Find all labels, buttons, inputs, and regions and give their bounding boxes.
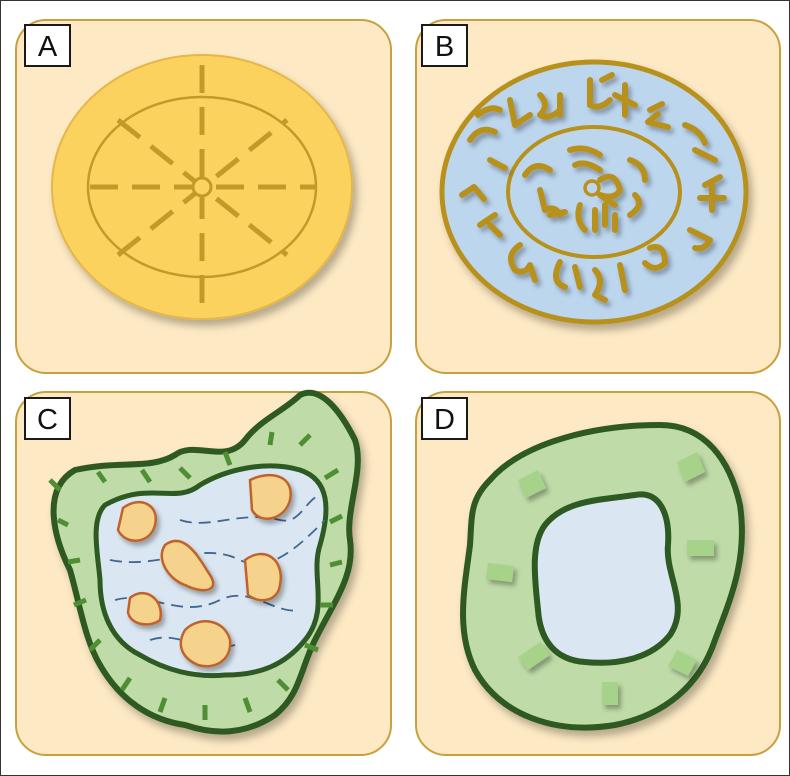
panel-d: D [416, 392, 780, 755]
panel-c-label: C [37, 404, 58, 436]
wheel-disc [52, 55, 352, 319]
panel-b: B [416, 20, 780, 373]
inscription-center-dot [585, 181, 599, 195]
panel-a: A [16, 20, 391, 373]
panel-c: C [16, 392, 391, 755]
panel-d-label: D [434, 404, 455, 436]
inner-lake-d [535, 494, 678, 662]
panel-b-label: B [435, 31, 454, 63]
panel-a-label: A [38, 31, 58, 63]
